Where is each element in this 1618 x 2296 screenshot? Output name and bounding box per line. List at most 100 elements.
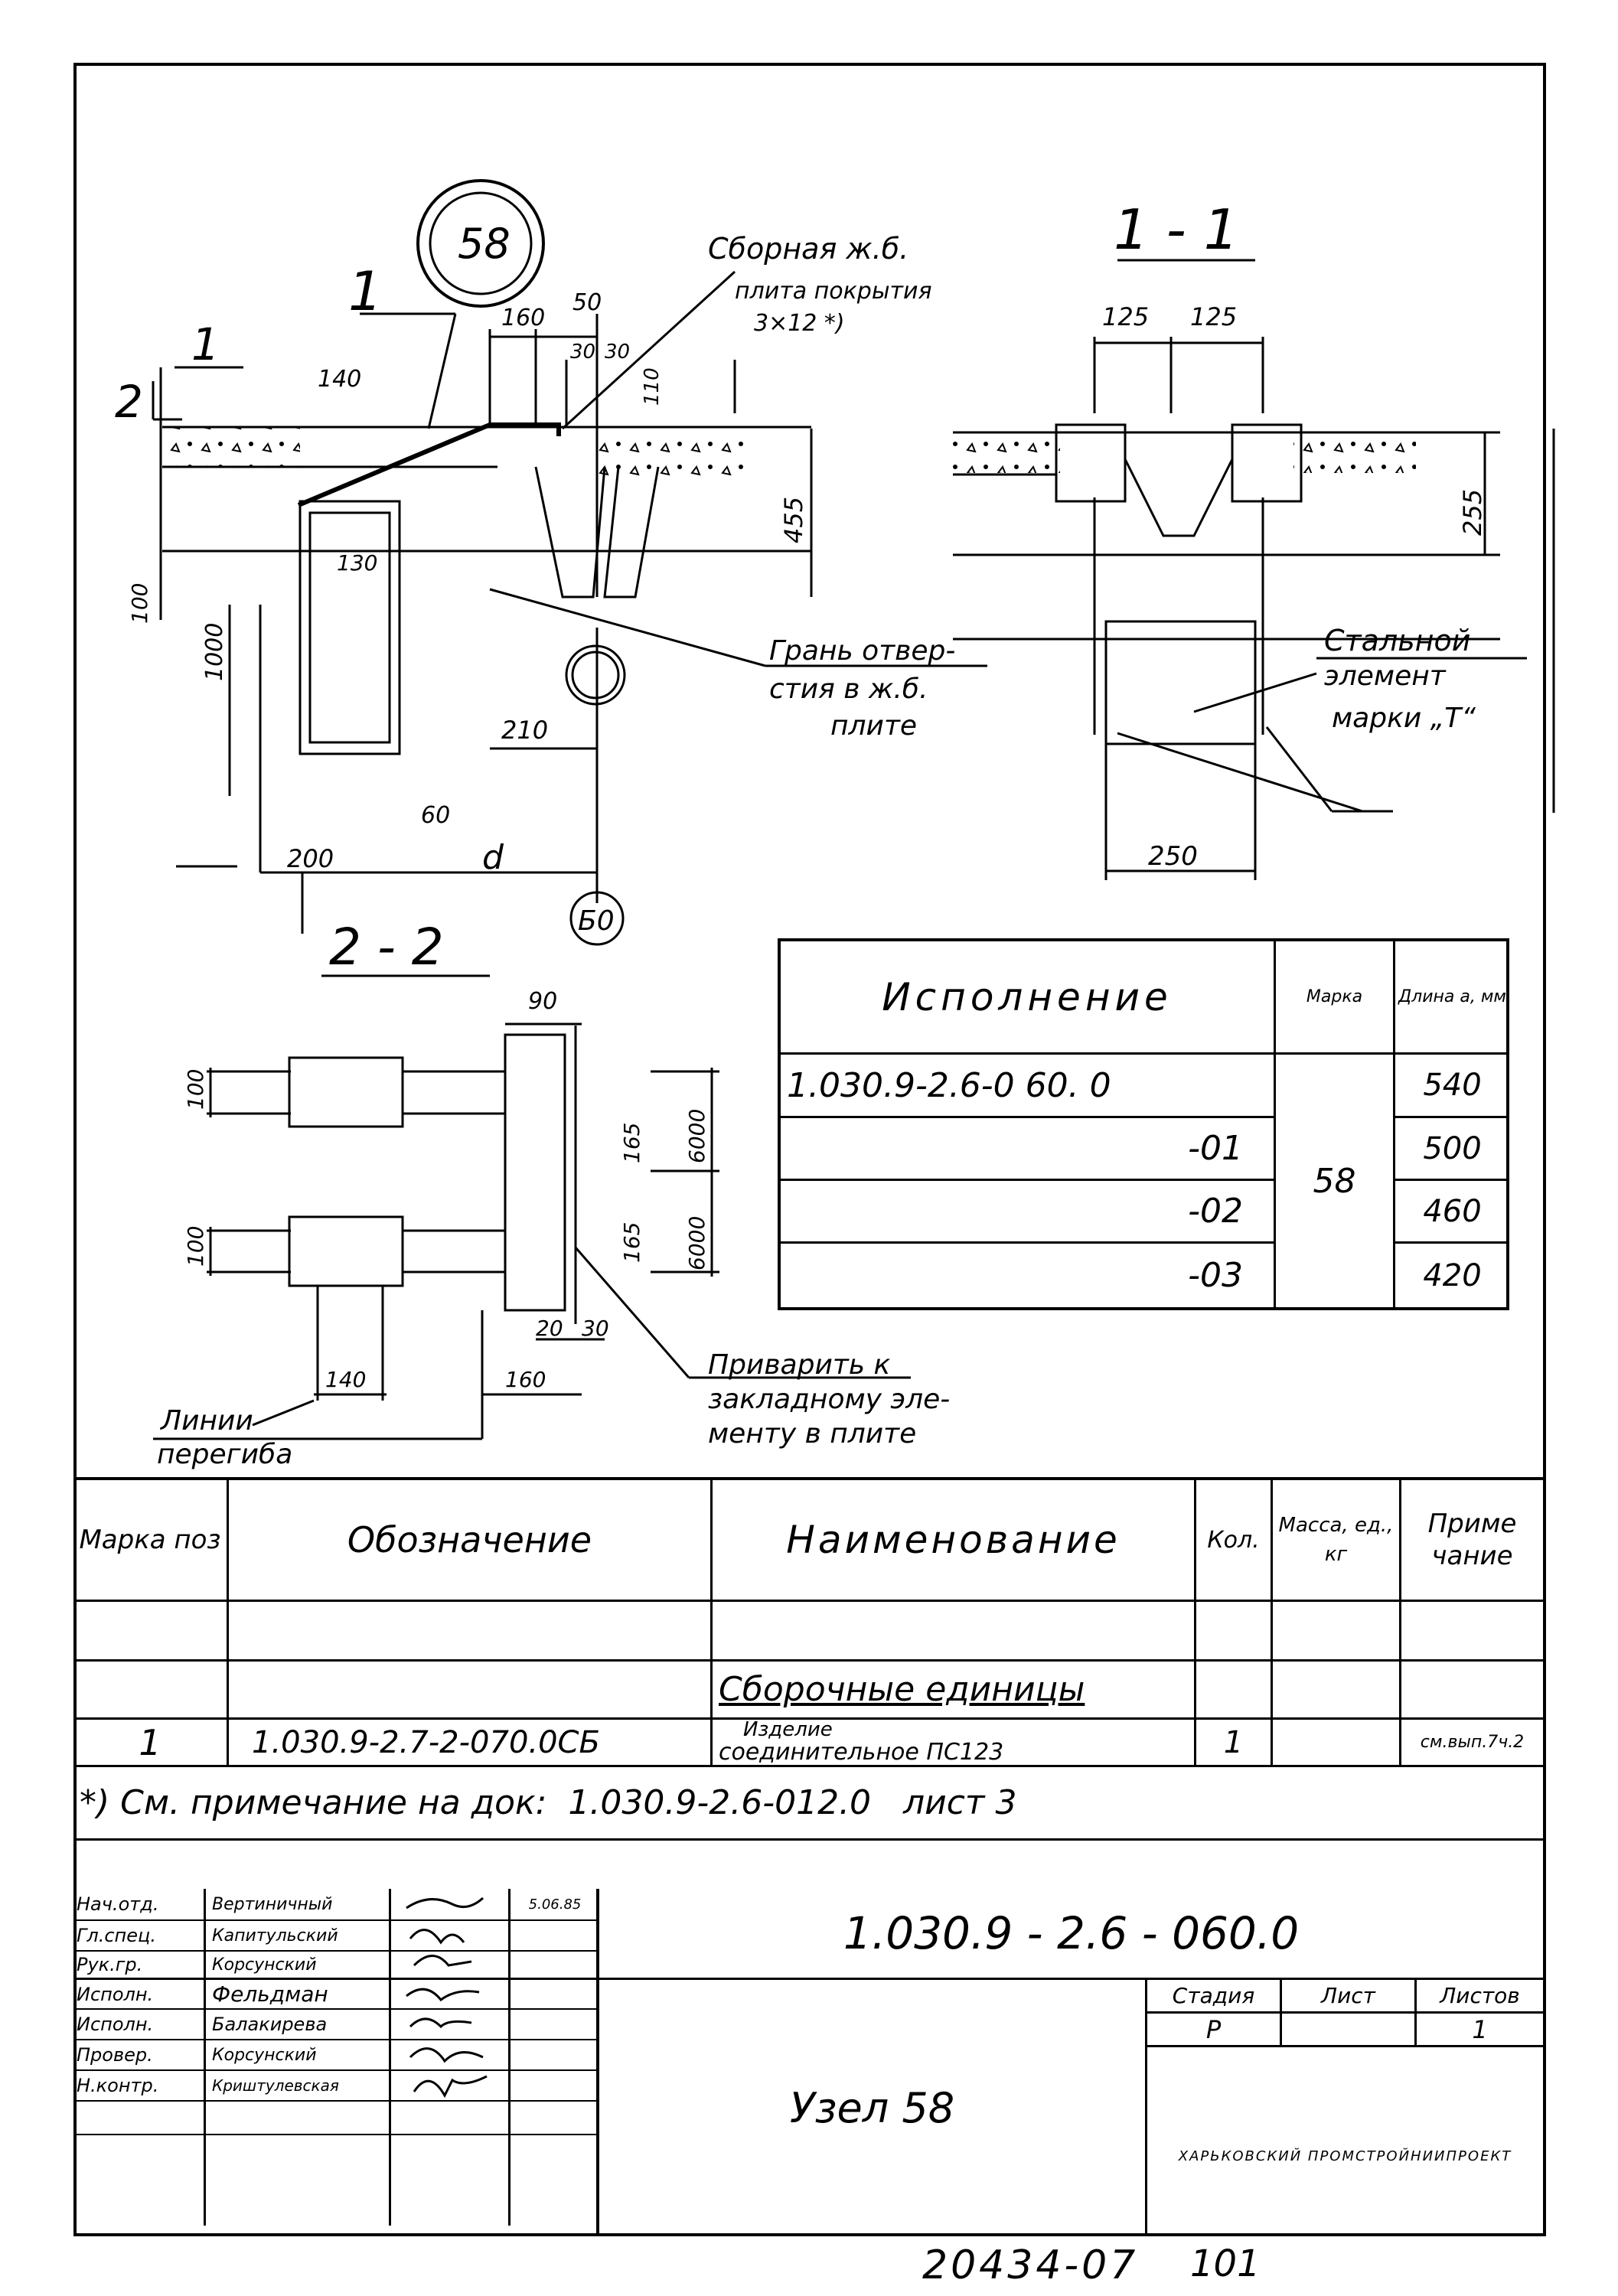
spec-header-name: Наименование <box>786 1518 1121 1562</box>
spec-footnote: *) См. примечание на док: 1.030.9-2.6-01… <box>80 1783 1017 1822</box>
sheets-value: 1 <box>1472 2014 1488 2044</box>
note-steel-line: марки „Т“ <box>1332 703 1476 734</box>
axis-callout: Б0 <box>578 905 615 937</box>
dim-label: 255 <box>1458 489 1487 536</box>
dim-label: 100 <box>183 1226 208 1267</box>
node-callout-circle <box>416 179 545 308</box>
dim-label: 250 <box>1148 841 1198 872</box>
dim-label: 30 <box>605 341 630 364</box>
staff-name: Вертиничный <box>212 1894 333 1914</box>
staff-role: Исполн. <box>77 2014 154 2035</box>
spec-section-header: Сборочные единицы <box>719 1670 1085 1709</box>
note-hole-line: стия в ж.б. <box>769 673 928 705</box>
dim-label: 60 <box>421 802 450 829</box>
position-mark: 1 <box>348 260 383 323</box>
spec-row-name-1: Изделие <box>743 1718 833 1741</box>
dim-label: 30 <box>570 341 595 364</box>
staff-name: Капитульский <box>212 1926 338 1945</box>
node-callout: 58 <box>458 220 511 268</box>
dim-label: 165 <box>619 1123 644 1163</box>
signatures <box>406 1896 488 2099</box>
staff-name: Фельдман <box>212 1981 328 2007</box>
note-hole-line: плите <box>830 710 917 742</box>
dim-label: 200 <box>287 844 334 873</box>
spec-header-designation: Обозначение <box>347 1519 592 1561</box>
variants-header-mark: Марка <box>1306 987 1363 1006</box>
dim-label: 130 <box>337 550 377 576</box>
spec-row-designation: 1.030.9-2.7-2-070.0СБ <box>252 1724 600 1760</box>
dim-label: 140 <box>318 366 361 393</box>
dim-label: 125 <box>1102 302 1149 331</box>
stage-label: Стадия <box>1172 1983 1255 2008</box>
sheet-frame <box>73 63 1546 2236</box>
spec-table: Марка поз Обозначение Наименование Кол. … <box>73 1477 1546 1889</box>
drawing-area: 58 1 - 1 2 - 2 1 2 1 d Б0 Сборная ж.б. п… <box>115 179 1555 1470</box>
dim-label: 6000 <box>684 1216 710 1270</box>
staff-name: Криштулевская <box>212 2076 339 2095</box>
variants-row-execution: -01 <box>1188 1129 1243 1168</box>
spec-header-note: Приме чание <box>1427 1508 1517 1571</box>
note-bend-line: перегиба <box>157 1439 292 1470</box>
spec-header-qty: Кол. <box>1207 1526 1260 1554</box>
variants-row-length: 460 <box>1423 1193 1482 1229</box>
note-slab-line: плита покрытия <box>735 278 932 305</box>
note-weld-line: закладному эле- <box>708 1384 950 1415</box>
dim-label: 165 <box>619 1222 644 1263</box>
section-2-2 <box>153 974 911 1440</box>
spec-row-name-2: соединительное ПС123 <box>719 1739 1004 1765</box>
dim-label: 140 <box>325 1367 366 1392</box>
dim-label: 50 <box>572 289 602 316</box>
inventory-number: 20434-07 <box>922 2242 1139 2288</box>
dim-label: 90 <box>528 988 557 1015</box>
variants-mark-value: 58 <box>1313 1161 1356 1201</box>
variants-row-length: 420 <box>1423 1257 1482 1293</box>
page-number: 101 <box>1190 2242 1261 2285</box>
dim-label: 30 <box>582 1316 609 1341</box>
sheet-label: Лист <box>1321 1983 1375 2008</box>
staff-role: Провер. <box>77 2044 153 2066</box>
note-slab-line: Сборная ж.б. <box>708 232 908 266</box>
staff-name: Корсунский <box>212 1955 317 1975</box>
dim-label: 110 <box>641 367 664 406</box>
note-weld-line: менту в плите <box>708 1418 916 1450</box>
variants-row-execution: -03 <box>1188 1256 1243 1295</box>
note-hole-line: Грань отвер- <box>769 635 955 667</box>
title-block: Нач.отд. Вертиничный 5.06.85 Гл.спец. Ка… <box>73 1889 1546 2236</box>
variants-row-length: 540 <box>1423 1068 1482 1103</box>
variants-header-execution: Исполнение <box>882 974 1173 1019</box>
staff-role: Исполн. <box>77 1983 154 2005</box>
spec-header-mass: Масса, ед., кг <box>1278 1514 1394 1566</box>
stage-value: Р <box>1205 2014 1222 2044</box>
dim-label: 100 <box>127 583 152 624</box>
dim-label: 455 <box>779 497 808 543</box>
spec-row-note: см.вып.7ч.2 <box>1420 1733 1525 1752</box>
dim-label: 20 <box>536 1316 563 1341</box>
staff-role: Рук.гр. <box>77 1954 143 1975</box>
dim-label: 100 <box>183 1069 208 1110</box>
variants-table: Исполнение Марка Длина а, мм 1.030.9-2.6… <box>778 938 1509 1310</box>
staff-role: Нач.отд. <box>77 1893 159 1915</box>
section-1-1 <box>953 259 1555 880</box>
section-1-1-title: 1 - 1 <box>1114 197 1238 262</box>
spec-row-qty: 1 <box>1223 1724 1244 1760</box>
dim-label: 125 <box>1190 302 1237 331</box>
dim-label: 210 <box>501 716 548 745</box>
sheets-label: Листов <box>1440 1983 1520 2008</box>
note-steel-line: Стальной <box>1324 624 1470 657</box>
staff-name: Балакирева <box>212 2014 328 2035</box>
organization: ХАРЬКОВСКИЙ ПРОМСТРОЙНИИПРОЕКТ <box>1178 2148 1512 2164</box>
dim-label: 160 <box>501 305 545 331</box>
section-2-2-title: 2 - 2 <box>329 918 444 977</box>
section-mark-1: 1 <box>191 318 220 370</box>
staff-date: 5.06.85 <box>528 1896 582 1913</box>
dim-label: 1000 <box>201 623 228 681</box>
spec-header-pos: Марка поз <box>79 1525 221 1555</box>
variants-row-length: 500 <box>1423 1130 1482 1166</box>
dim-d: d <box>482 838 504 877</box>
main-elevation <box>152 270 987 946</box>
spec-row-mass <box>1273 1720 1399 1765</box>
variants-header-length: Длина а, мм <box>1398 987 1507 1006</box>
staff-name: Корсунский <box>212 2045 317 2065</box>
spec-row-pos: 1 <box>139 1721 161 1763</box>
document-code: 1.030.9 - 2.6 - 060.0 <box>843 1907 1300 1959</box>
